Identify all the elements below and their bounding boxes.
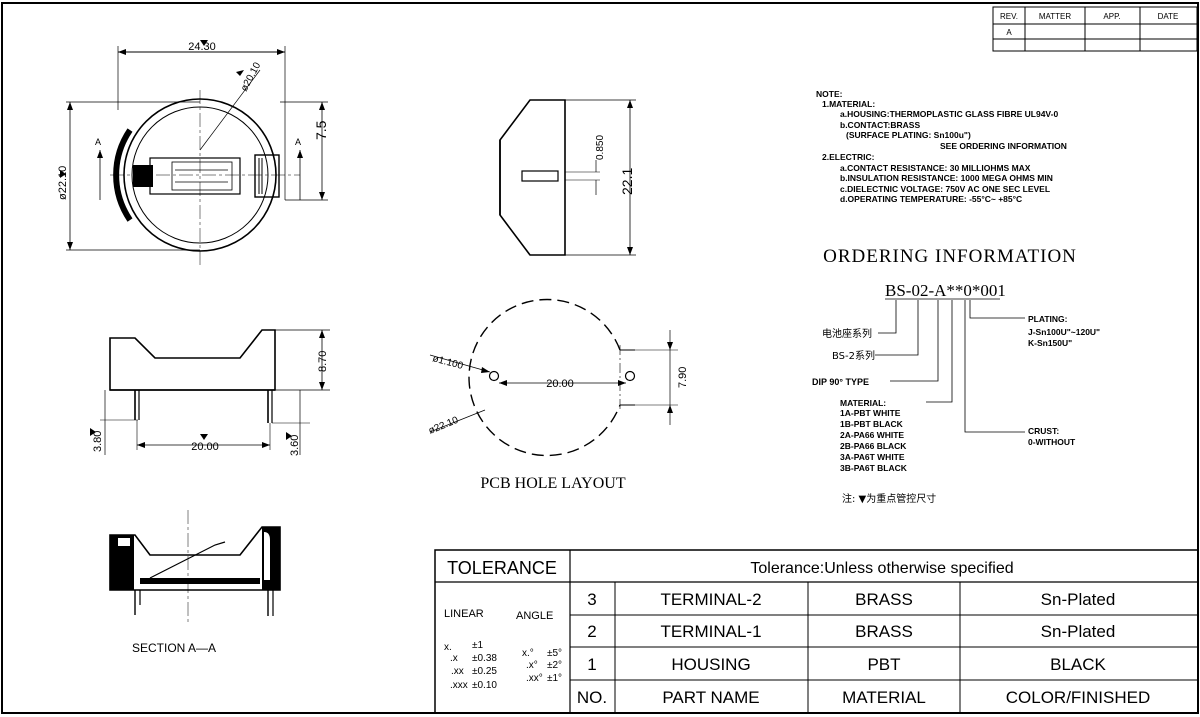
bom-cell: 3 (587, 590, 596, 609)
angle-label: ANGLE (516, 610, 553, 622)
note-line: (SURFACE PLATING: Sn100u") (846, 130, 971, 140)
front-view: 8.70 20.00 3.80 3.60 (90, 329, 330, 456)
material-option: 2B-PA66 BLACK (840, 441, 907, 451)
matter-header: MATTER (1039, 12, 1072, 21)
note-line: a.HOUSING:THERMOPLASTIC GLASS FIBRE UL94… (840, 109, 1058, 119)
dim-pin-20: 20.00 (191, 441, 219, 453)
angle-key: .xx° (526, 673, 543, 684)
ordering-info: ORDERING INFORMATION BS-02-A**0*001 电池座系… (812, 246, 1100, 505)
section-label: SECTION A—A (132, 641, 216, 655)
linear-key: .xxx (450, 680, 468, 691)
revision-table: REV. MATTER APP. DATE A (992, 6, 1198, 52)
notes-block: NOTE: 1.MATERIAL: a.HOUSING:THERMOPLASTI… (816, 89, 1067, 204)
section-view: SECTION A—A (109, 510, 281, 655)
angle-val: ±2° (547, 660, 562, 671)
bom-cell: Sn-Plated (1041, 590, 1116, 609)
linear-val: ±0.25 (472, 666, 497, 677)
material-option: 1A-PBT WHITE (840, 408, 901, 418)
side-view: 0.850 22.1 (499, 99, 636, 256)
pcb-dim-dia: ø22.10 (427, 415, 460, 437)
material-option: 3A-PA6T WHITE (840, 452, 905, 462)
angle-val: ±1° (547, 673, 562, 684)
linear-key: x. (444, 642, 452, 653)
series-cn: 电池座系列 (822, 327, 872, 340)
linear-val: ±0.38 (472, 653, 497, 664)
linear-key: .x (450, 653, 458, 664)
dim-3-80: 3.80 (92, 431, 104, 452)
plating-option: K-Sn150U" (1028, 338, 1072, 348)
bom-header: NO. (577, 688, 607, 707)
section-marker-right: A (295, 137, 301, 147)
pcb-dim-hole: ø1.100 (431, 353, 464, 372)
tolerance-title: TOLERANCE (447, 558, 557, 578)
dim-dia-20: ø20.10 (239, 60, 264, 93)
angle-key: .x° (526, 660, 538, 671)
note-line: SEE ORDERING INFORMATION (940, 141, 1067, 151)
note-line: a.CONTACT RESISTANCE: 30 MILLIOHMS MAX (840, 163, 1031, 173)
bom-cell: BLACK (1050, 655, 1106, 674)
material-option: 1B-PBT BLACK (840, 419, 904, 429)
bom-header: MATERIAL (842, 688, 926, 707)
bom-cell: 2 (587, 622, 596, 641)
dim-24-30: 24.30 (188, 41, 216, 53)
bom-cell: 1 (587, 655, 596, 674)
note-line: b.INSULATION RESISTANCE: 1000 MEGA OHMS … (840, 173, 1053, 183)
dim-8-70: 8.70 (317, 351, 329, 372)
rev-header: REV. (1000, 12, 1018, 21)
crust-option: 0-WITHOUT (1028, 437, 1076, 447)
section-marker-left: A (95, 137, 101, 147)
note-line: 1.MATERIAL: (822, 99, 875, 109)
bom-cell: BRASS (855, 622, 913, 641)
dim-0-850: 0.850 (595, 135, 606, 160)
top-view: 24.30 ø20.10 ø22.10 7.5 (57, 40, 329, 265)
bom-cell: BRASS (855, 590, 913, 609)
angle-val: ±5° (547, 648, 562, 659)
app-header: APP. (1103, 12, 1120, 21)
pcb-hole-layout: 20.00 ø1.100 ø22.10 7.90 PCB HOLE LAYOUT (427, 298, 689, 492)
note-line: b.CONTACT:BRASS (840, 120, 920, 130)
linear-val: ±1 (472, 640, 483, 651)
dim-3-60: 3.60 (289, 435, 301, 456)
bom-cell: TERMINAL-1 (660, 622, 761, 641)
linear-key: .xx (451, 666, 464, 677)
plating-option: J-Sn100U"~120U" (1028, 327, 1100, 337)
pcb-layout-label: PCB HOLE LAYOUT (480, 475, 625, 492)
dim-left-dia-22: ø22.10 (57, 166, 69, 200)
pcb-dim-20: 20.00 (546, 378, 574, 390)
date-header: DATE (1158, 12, 1179, 21)
note-line: NOTE: (816, 89, 843, 99)
dim-22-1: 22.1 (619, 168, 635, 195)
material-option: 2A-PA66 WHITE (840, 430, 904, 440)
title-block: TOLERANCE Tolerance:Unless otherwise spe… (434, 549, 1199, 714)
crust-title: CRUST: (1028, 426, 1059, 436)
ordering-code: BS-02-A**0*001 (885, 281, 1006, 300)
bom-cell: TERMINAL-2 (660, 590, 761, 609)
material-option: 3B-PA6T BLACK (840, 463, 908, 473)
bom-cell: PBT (867, 655, 900, 674)
bom-header: PART NAME (662, 688, 759, 707)
bom-cell: Sn-Plated (1041, 622, 1116, 641)
pcb-dim-7-90: 7.90 (677, 367, 689, 388)
linear-label: LINEAR (444, 608, 484, 620)
dip-type: DIP 90° TYPE (812, 377, 869, 387)
ordering-title: ORDERING INFORMATION (823, 246, 1077, 267)
linear-val: ±0.10 (472, 680, 497, 691)
angle-key: x.° (522, 648, 534, 659)
bom-header: COLOR/FINISHED (1006, 688, 1151, 707)
note-line: 2.ELECTRIC: (822, 152, 875, 162)
note-cn: 注: ▼为重点管控尺寸 (842, 492, 936, 505)
note-line: d.OPERATING TEMPERATURE: -55°C~ +85°C (840, 194, 1022, 204)
bom-cell: HOUSING (671, 655, 750, 674)
dim-7-5: 7.5 (313, 120, 329, 140)
rev-value: A (1006, 28, 1012, 37)
note-line: c.DIELECTNIC VOLTAGE: 750V AC ONE SEC LE… (840, 184, 1050, 194)
material-title: MATERIAL: (840, 398, 886, 408)
tolerance-header: Tolerance:Unless otherwise specified (750, 560, 1013, 577)
series-bs2: BS-2系列 (832, 349, 875, 362)
plating-title: PLATING: (1028, 314, 1068, 324)
